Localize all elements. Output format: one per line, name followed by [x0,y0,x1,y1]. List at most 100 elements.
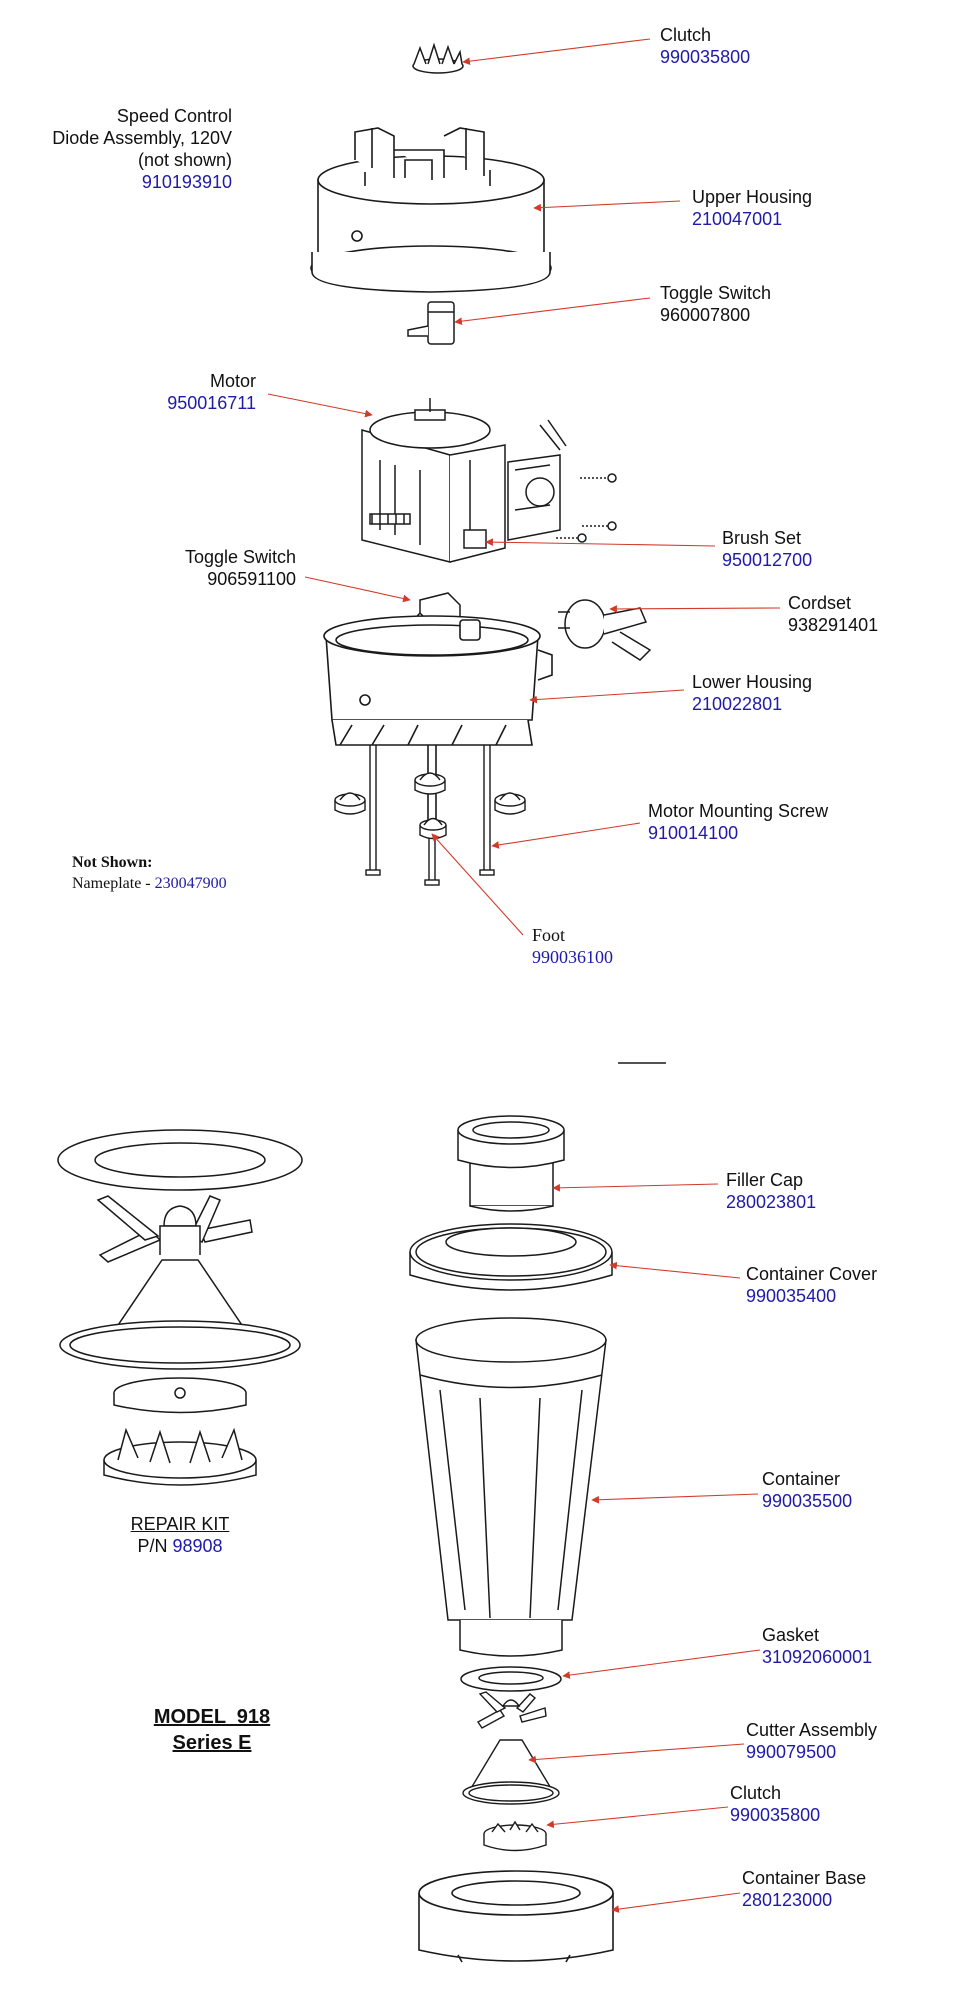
leader-lines [267,38,781,1913]
part-name: Toggle Switch [184,547,296,567]
leader-brush-set [485,538,716,547]
part-name-line1: Speed Control [116,106,232,126]
leader-container-cover [609,1261,741,1279]
part-number: 31092060001 [762,1647,873,1667]
clutch-top-drawing [412,42,464,74]
part-number: 960007800 [660,305,751,325]
repair-kit-title: REPAIR KIT [130,1514,230,1534]
part-number: 210022801 [692,694,783,714]
model-number: MODEL 918 [153,1706,271,1728]
part-name: Container Cover [746,1264,878,1284]
leader-cutter-assembly [528,1743,745,1764]
motor-mounting-screws-drawing [365,745,495,886]
feet-drawing [334,772,526,840]
part-number: 910193910 [141,172,232,192]
part-number: 990035400 [746,1286,837,1306]
not-shown-note: Not Shown: Nameplate - 230047900 [72,852,227,894]
part-number: 906591100 [207,569,296,589]
container-drawing [415,1317,607,1657]
part-name: Lower Housing [692,672,813,692]
part-number: 990036100 [532,947,613,967]
not-shown-heading: Not Shown: [72,854,153,871]
part-name: Motor Mounting Screw [648,801,829,821]
label-lower-housing: Lower Housing 210022801 [692,671,812,715]
part-number: 938291401 [788,615,879,635]
part-number: 990035500 [762,1491,853,1511]
upper-housing-drawing [310,127,552,293]
repair-kit-label: REPAIR KIT P/N 98908 [60,1513,300,1557]
part-number: 910014100 [648,823,739,843]
leader-clutch-bottom [546,1806,729,1829]
part-number: 990035800 [730,1805,821,1825]
label-brush-set: Brush Set 950012700 [722,527,812,571]
label-cutter-assembly: Cutter Assembly 990079500 [746,1719,877,1763]
repair-kit-pn-prefix: P/N [137,1536,173,1556]
repair-kit-pn: 98908 [172,1536,223,1556]
label-cordset: Cordset 938291401 [788,592,878,636]
part-number: 990079500 [746,1742,837,1762]
filler-cap-drawing [457,1115,565,1212]
not-shown-item-name: Nameplate - [72,875,155,892]
part-name: Upper Housing [692,187,813,207]
part-name: Brush Set [722,528,802,548]
label-filler-cap: Filler Cap 280023801 [726,1169,816,1213]
part-name: Clutch [730,1783,782,1803]
part-name-line3: (not shown) [137,150,232,170]
part-number: 990035800 [660,47,751,67]
part-name: Filler Cap [726,1170,804,1190]
leader-toggle-switch-mid [304,576,411,603]
leader-motor [267,393,373,418]
leader-filler-cap [552,1183,719,1192]
container-base-drawing [418,1870,614,1963]
part-number: 950016711 [167,393,256,413]
label-clutch-top: Clutch 990035800 [660,24,750,68]
gasket-drawing [460,1666,562,1692]
part-name: Foot [532,925,566,945]
label-container-cover: Container Cover 990035400 [746,1263,877,1307]
part-name: Gasket [762,1625,820,1645]
label-gasket: Gasket 31092060001 [762,1624,872,1668]
label-upper-housing: Upper Housing 210047001 [692,186,812,230]
part-number: 280123000 [742,1890,833,1910]
motor-drawing [361,398,617,563]
leader-gasket [562,1649,761,1679]
leader-clutch-top [462,38,651,65]
label-foot: Foot 990036100 [532,924,613,968]
repair-kit-pn-line: P/N 98908 [60,1535,300,1557]
model-label: MODEL 918 Series E [100,1704,324,1756]
part-name: Clutch [660,25,712,45]
part-name: Cordset [788,593,852,613]
cordset-drawing [558,599,652,661]
part-number: 950012700 [722,550,813,570]
leader-container [591,1493,759,1504]
not-shown-item-pn: 230047900 [154,875,227,892]
leader-container-base [611,1892,741,1913]
part-number: 210047001 [692,209,783,229]
part-name: Container [762,1469,841,1489]
leader-upper-housing [533,200,681,212]
part-name-line2: Diode Assembly, 120V [52,128,232,148]
model-series: Series E [172,1732,252,1754]
label-motor: Motor 950016711 [167,370,256,414]
container-cover-drawing [409,1223,613,1291]
cutter-assembly-drawing [462,1691,560,1805]
label-clutch-bottom: Clutch 990035800 [730,1782,820,1826]
clutch-bottom-drawing [483,1820,547,1852]
lower-housing-drawing [323,615,553,820]
label-motor-mounting-screw: Motor Mounting Screw 910014100 [648,800,828,844]
leader-motor-mounting-screw [491,822,641,849]
leader-foot [431,833,524,936]
label-container: Container 990035500 [762,1468,852,1512]
part-name: Container Base [742,1868,867,1888]
part-number: 280023801 [726,1192,817,1212]
part-name: Motor [209,371,256,391]
label-toggle-switch-top: Toggle Switch 960007800 [660,282,771,326]
not-shown-item: Nameplate - 230047900 [72,873,227,894]
part-name: Toggle Switch [660,283,772,303]
label-speed-control: Speed Control Diode Assembly, 120V (not … [52,105,232,193]
leader-toggle-switch-top [454,297,651,325]
label-container-base: Container Base 280123000 [742,1867,866,1911]
toggle-switch-top-drawing [407,301,455,345]
part-name: Cutter Assembly [746,1720,878,1740]
